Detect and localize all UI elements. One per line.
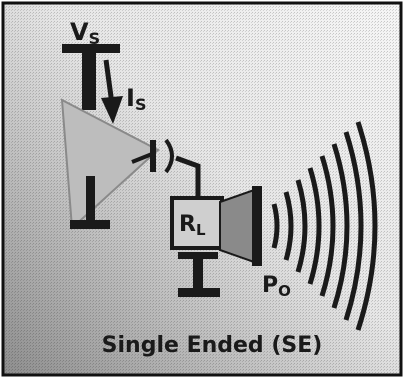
speaker-icon [219, 186, 262, 266]
supply-current-sub: S [135, 95, 147, 114]
supply-current-main: I [126, 84, 135, 112]
amplifier-ground-icon [70, 176, 110, 229]
capacitor-to-load-wire [175, 155, 201, 200]
diagram-texture [3, 3, 401, 375]
supply-rail-icon [62, 44, 120, 110]
load-sub: L [196, 221, 206, 239]
diagram-caption: Single Ended (SE) [102, 333, 323, 358]
supply-voltage-main: V [70, 18, 89, 46]
output-power-sub: O [278, 282, 291, 300]
load-main: R [179, 212, 196, 237]
supply-voltage-sub: S [89, 29, 101, 48]
amplifier-output-lead [131, 152, 153, 164]
current-arrow-icon [101, 59, 123, 124]
output-power-main: P [262, 273, 278, 298]
capacitor-icon [150, 138, 174, 174]
load-label: RL [179, 212, 206, 239]
supply-voltage-label: VS [70, 18, 100, 48]
supply-current-label: IS [126, 84, 146, 114]
load-ground-icon [178, 252, 220, 297]
sound-waves-icon [271, 121, 378, 331]
output-power-label: PO [262, 273, 291, 300]
